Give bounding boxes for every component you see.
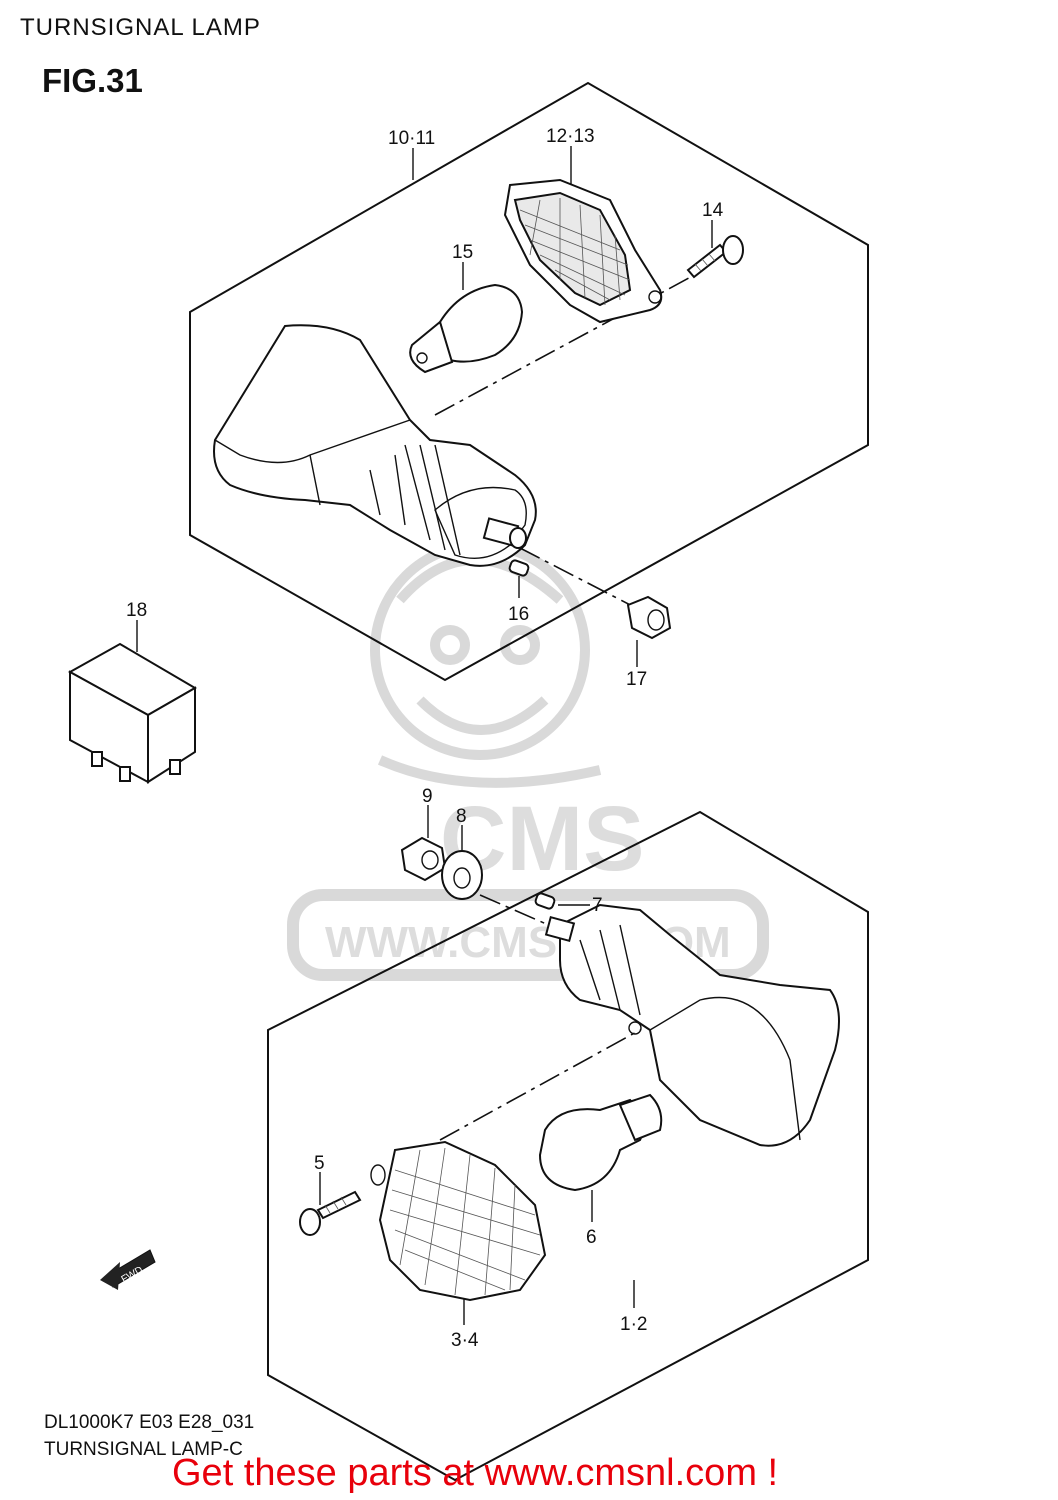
upper-bulb — [409, 283, 524, 374]
lower-washer — [441, 850, 483, 900]
lower-lens — [370, 1140, 547, 1302]
lower-lamp-housing — [544, 903, 840, 1147]
diagram-code: DL1000K7 E03 E28_031 — [44, 1412, 255, 1433]
callout-18: 18 — [126, 600, 147, 621]
callout-16: 16 — [508, 604, 529, 625]
lower-collar — [534, 892, 556, 910]
cta-link[interactable]: Get these parts at www.cmsnl.com ! — [172, 1452, 779, 1494]
lower-screw — [299, 1190, 362, 1236]
upper-lamp-housing — [213, 324, 537, 567]
diagram-caption: TURNSIGNAL LAMP-C — [44, 1439, 243, 1460]
callout-15: 15 — [452, 242, 473, 263]
lower-assembly-frame — [267, 810, 869, 1482]
axis-lower-bottom — [439, 1029, 641, 1141]
callout-6: 6 — [586, 1227, 597, 1248]
lower-bulb — [538, 1093, 663, 1192]
axis-upper-bottom — [519, 547, 641, 611]
upper-assembly-frame — [189, 81, 869, 682]
callout-3-4: 3·4 — [451, 1330, 479, 1351]
upper-nut — [626, 595, 672, 640]
callout-5: 5 — [314, 1153, 325, 1174]
callout-1-2: 1·2 — [620, 1314, 647, 1335]
callout-7: 7 — [592, 895, 603, 916]
callout-10-11: 10·11 — [388, 128, 435, 149]
page-title: TURNSIGNAL LAMP — [20, 14, 261, 41]
forward-direction-icon: FWD — [100, 1249, 156, 1290]
callout-8: 8 — [456, 806, 467, 827]
upper-collar — [508, 559, 530, 577]
callout-14: 14 — [702, 200, 724, 221]
upper-screw — [686, 235, 744, 279]
axis-lower-top — [479, 894, 561, 931]
upper-lens — [503, 178, 663, 324]
axis-upper-top — [434, 271, 701, 416]
lower-nut — [400, 836, 447, 882]
figure-number: FIG.31 — [42, 62, 143, 99]
callout-17: 17 — [626, 669, 647, 690]
callout-12-13: 12·13 — [546, 126, 595, 147]
callout-9: 9 — [422, 786, 433, 807]
turnsignal-relay — [67, 620, 197, 784]
